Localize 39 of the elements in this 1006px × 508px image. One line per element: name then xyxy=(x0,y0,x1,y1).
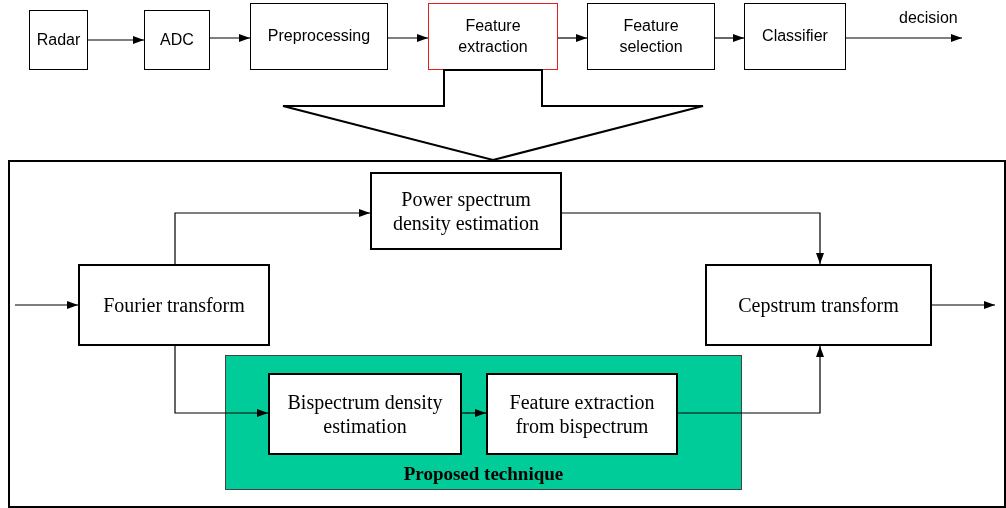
process-box xyxy=(250,3,388,70)
box-label: ADC xyxy=(160,29,194,50)
box-label: Fourier transform xyxy=(103,293,245,317)
process-box xyxy=(268,373,462,455)
process-box xyxy=(428,3,558,70)
box-label: Feature selection xyxy=(618,15,684,57)
arrow xyxy=(87,36,145,44)
arrow xyxy=(557,34,588,42)
process-box xyxy=(144,10,210,70)
outline-frame xyxy=(8,160,1006,508)
process-box xyxy=(705,264,932,346)
arrow xyxy=(461,409,487,417)
arrow xyxy=(14,301,79,309)
arrow xyxy=(845,34,963,42)
box-label: Bispectrum density estimation xyxy=(286,390,444,438)
box-label: Classifier xyxy=(762,26,828,47)
process-box xyxy=(744,3,846,70)
highlight-panel xyxy=(225,355,742,490)
arrow xyxy=(714,34,745,42)
process-box xyxy=(486,373,678,455)
box-label: Cepstrum transform xyxy=(738,293,899,317)
process-box xyxy=(587,3,715,70)
process-box xyxy=(370,172,562,250)
panel-title: Proposed technique xyxy=(403,463,564,485)
box-label: Radar xyxy=(36,29,81,50)
arrow xyxy=(174,209,371,265)
arrow xyxy=(931,301,996,309)
arrow xyxy=(677,345,824,414)
process-box xyxy=(29,10,88,70)
arrow xyxy=(561,212,824,265)
arrow xyxy=(174,345,269,417)
block-arrow xyxy=(282,69,704,162)
box-label: Feature extraction from bispectrum xyxy=(508,390,656,438)
box-label: Power spectrum density estimation xyxy=(391,187,541,235)
box-label: Preprocessing xyxy=(267,26,371,47)
arrow xyxy=(387,34,429,42)
box-label: Feature extraction xyxy=(457,15,529,57)
arrow xyxy=(209,34,251,42)
process-box xyxy=(78,264,270,346)
